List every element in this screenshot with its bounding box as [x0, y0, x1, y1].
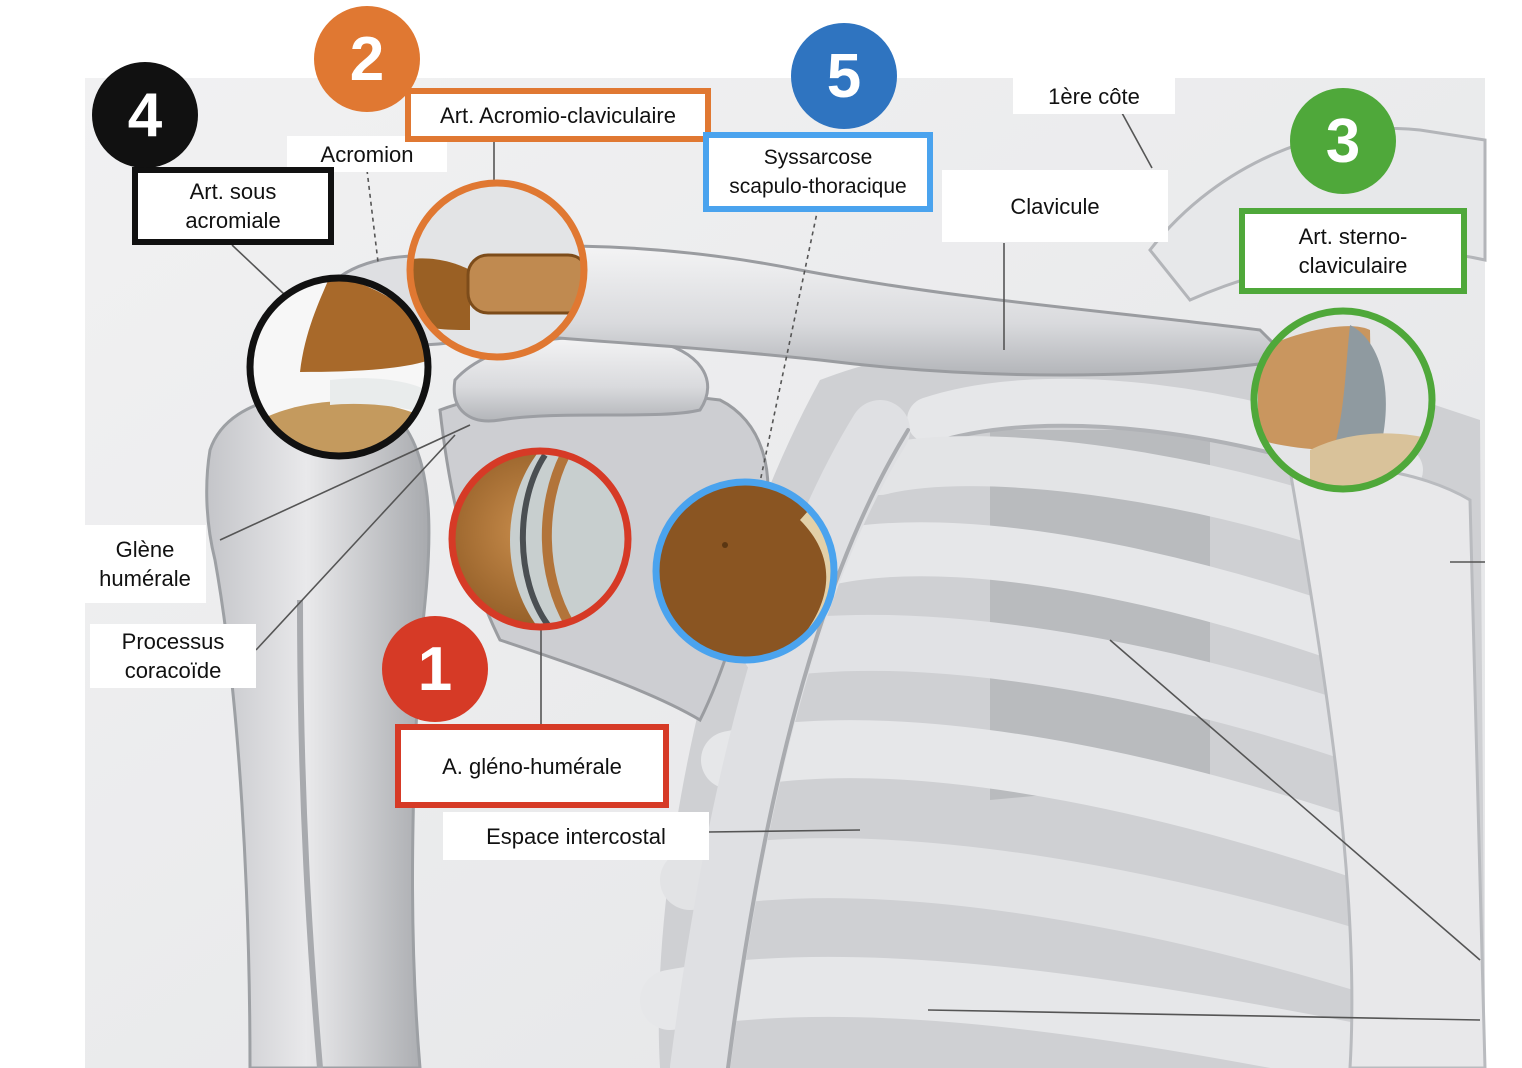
leader-lines: [219, 112, 1485, 1021]
label-scapulo-thoracique: Syssarcose scapulo-thoracique: [703, 132, 933, 212]
joint-1-ring: [448, 447, 632, 631]
badge-4: 4: [92, 62, 198, 168]
badge-1: 1: [382, 616, 488, 722]
label-acromio-claviculaire: Art. Acromio-claviculaire: [405, 88, 711, 142]
sternoclavicular-joint-zoom: [1250, 307, 1436, 493]
label-sterno-claviculaire: Art. sterno- claviculaire: [1239, 208, 1467, 294]
label-acromion: Acromion: [287, 136, 447, 172]
badge-5: 5: [791, 23, 897, 129]
label-sous-acromiale: Art. sous acromiale: [132, 167, 334, 245]
label-premiere-cote: 1ère côte: [1013, 78, 1175, 114]
label-gleno-humerale: A. gléno-humérale: [395, 724, 669, 808]
badge-2: 2: [314, 6, 420, 112]
subacromial-joint-zoom: [246, 274, 432, 460]
joint-3-ring: [1250, 307, 1436, 493]
acromioclavicular-joint-zoom: [406, 179, 588, 361]
joint-2-ring: [406, 179, 588, 361]
joint-5-ring: [652, 478, 838, 664]
joint-4-ring: [246, 274, 432, 460]
label-processus-coracoide: Processus coracoïde: [90, 624, 256, 688]
label-espace-intercostal: Espace intercostal: [443, 812, 709, 860]
label-clavicule: Clavicule: [942, 170, 1168, 242]
badge-3: 3: [1290, 88, 1396, 194]
scapulothoracic-joint-zoom: [652, 478, 838, 664]
gleno-humeral-joint-zoom: [448, 447, 632, 631]
label-glene-humerale: Glène humérale: [84, 525, 206, 603]
